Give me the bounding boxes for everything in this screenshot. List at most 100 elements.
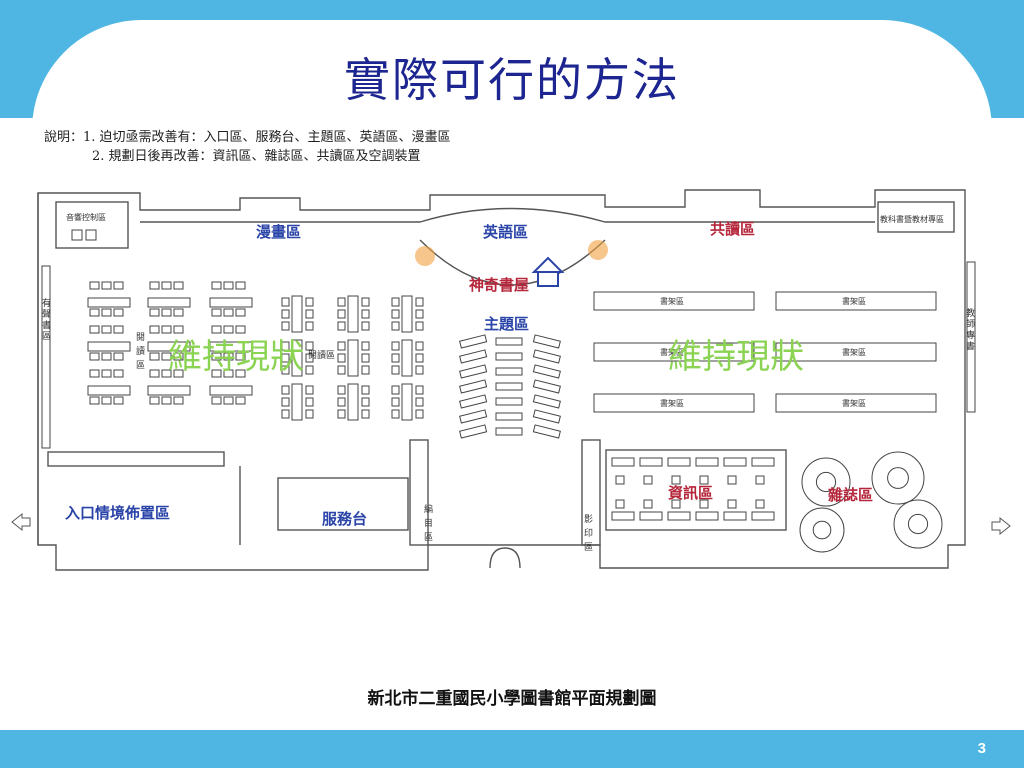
chair (223, 352, 234, 361)
chair (173, 281, 184, 290)
chair (113, 281, 124, 290)
catalog-wall (409, 439, 429, 546)
chair (149, 396, 160, 405)
table (347, 295, 359, 333)
chair (161, 369, 172, 378)
bench (495, 382, 523, 391)
label-reading: 閱讀區 (136, 332, 145, 371)
chair (699, 475, 709, 485)
magazine-table-center (812, 520, 832, 540)
chair (149, 325, 160, 334)
chair (305, 297, 314, 307)
plan-notes: 說明：1. 迫切亟需改善有：入口區、服務台、主題區、英語區、漫畫區 2. 規劃日… (44, 128, 451, 166)
label-audio-control: 音響控制區 (66, 212, 106, 222)
chair (415, 341, 424, 351)
label-char: 讀 (136, 345, 145, 357)
chair (337, 365, 346, 375)
shelf-label: 書架區 (842, 296, 866, 306)
chair (337, 353, 346, 363)
outer-wall (37, 189, 966, 571)
chair (391, 409, 400, 419)
computer-desk (723, 457, 747, 467)
computer-desk (667, 511, 691, 521)
computer-desk (723, 511, 747, 521)
chair (391, 397, 400, 407)
chair (391, 365, 400, 375)
slide-title: 實際可行的方法 (344, 53, 680, 107)
chair (161, 396, 172, 405)
label-char: 有 (42, 297, 51, 309)
label-char: 區 (584, 542, 593, 553)
chair (361, 409, 370, 419)
chair (391, 341, 400, 351)
bench (532, 334, 561, 349)
chair (235, 325, 246, 334)
chair (235, 369, 246, 378)
computer-desk (751, 457, 775, 467)
label-char: 印 (584, 527, 593, 539)
bench (459, 334, 488, 349)
chair (211, 281, 222, 290)
chair (305, 341, 314, 351)
chair (337, 385, 346, 395)
chair (235, 352, 246, 361)
chair (305, 321, 314, 331)
print-wall (581, 439, 601, 546)
chair (391, 309, 400, 319)
chair (337, 321, 346, 331)
label-char: 區 (136, 360, 145, 371)
table (401, 295, 413, 333)
main-door-icon (489, 547, 521, 569)
label-print: 影印區 (584, 514, 593, 553)
chair (305, 409, 314, 419)
chair (223, 281, 234, 290)
chair (101, 352, 112, 361)
audio-box-a (71, 229, 83, 241)
house-icon (531, 256, 565, 287)
label-entrance: 入口情境佈置區 (65, 504, 170, 522)
chair (305, 397, 314, 407)
label-teacher-materials: 教師專書 (966, 307, 975, 352)
shelf-label: 書架區 (660, 398, 684, 408)
chair (281, 321, 290, 331)
label-char: 區 (42, 331, 51, 342)
chair (149, 369, 160, 378)
plant-left-icon (415, 246, 435, 266)
chair (281, 297, 290, 307)
chair (305, 309, 314, 319)
label-textbook: 教科書暨教材專區 (880, 214, 944, 224)
table (209, 297, 253, 308)
chair (113, 325, 124, 334)
chair (337, 397, 346, 407)
chair (415, 397, 424, 407)
chair (101, 325, 112, 334)
label-maintain-right: 維持現狀 (668, 337, 804, 377)
chair (361, 297, 370, 307)
chair (671, 499, 681, 509)
bench (459, 349, 488, 364)
chair (173, 352, 184, 361)
chair (415, 365, 424, 375)
label-service: 服務台 (322, 510, 367, 528)
bench (532, 409, 561, 424)
chair (361, 309, 370, 319)
bookshelf (775, 342, 937, 362)
chair (149, 308, 160, 317)
label-reading-b: 閱讀區 (308, 349, 335, 361)
bench (495, 427, 523, 436)
chair (89, 369, 100, 378)
chair (281, 397, 290, 407)
bookshelf-rows: 書架區書架區書架區書架區書架區書架區 (593, 291, 937, 413)
audio-room (55, 201, 129, 249)
table (87, 341, 131, 352)
chair (223, 308, 234, 317)
chair (173, 396, 184, 405)
bookshelf (775, 393, 937, 413)
label-braille-books: 有聲書區 (42, 297, 51, 342)
chair (161, 281, 172, 290)
chair (173, 369, 184, 378)
label-char: 閱 (136, 332, 145, 343)
chair (89, 396, 100, 405)
chair (281, 385, 290, 395)
bench (532, 394, 561, 409)
